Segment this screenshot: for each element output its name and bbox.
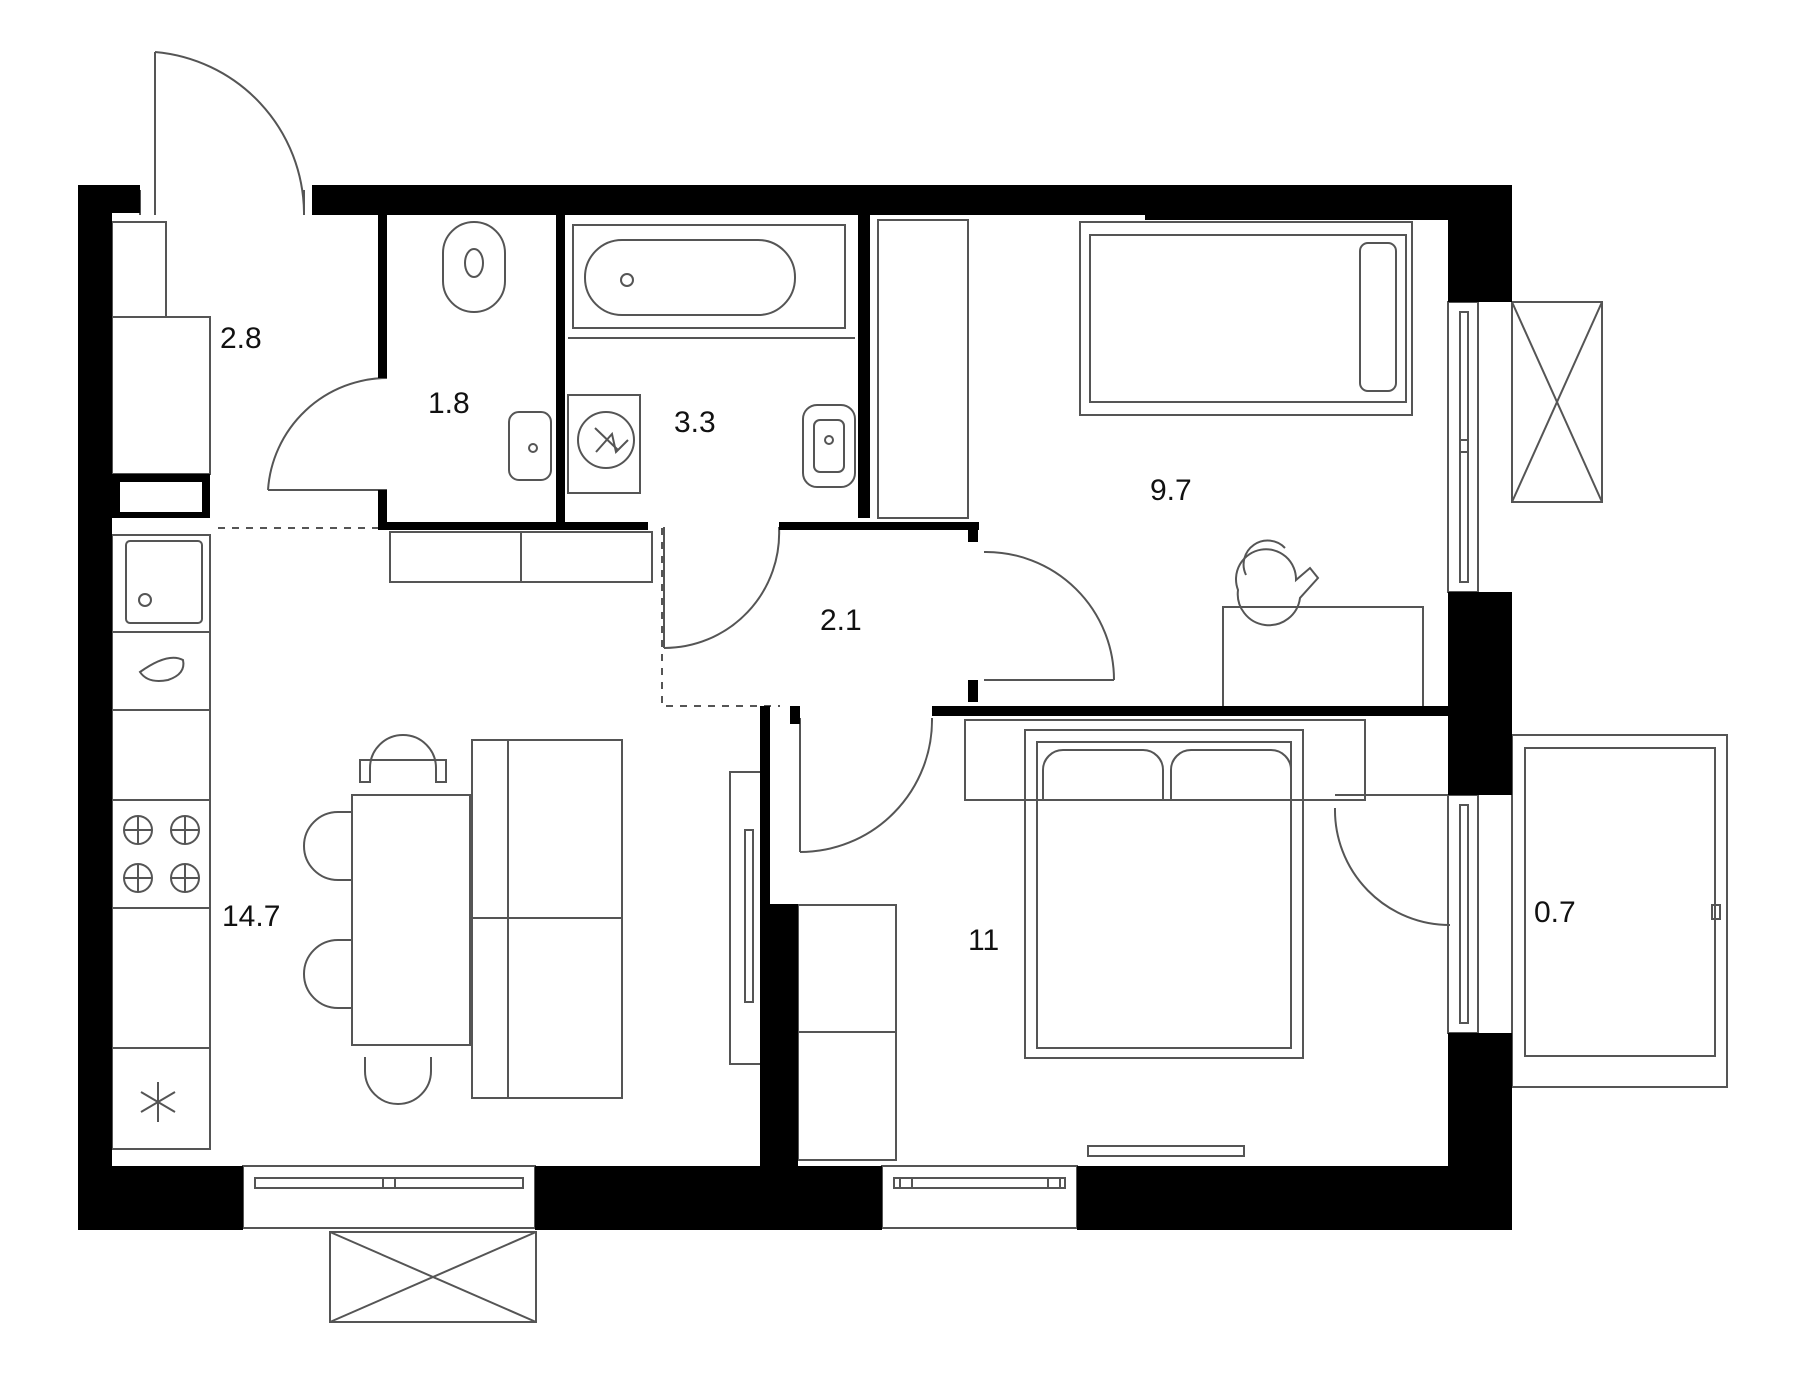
- entrance-door[interactable]: [139, 51, 305, 215]
- bedroom-main-door[interactable]: [799, 717, 934, 853]
- single-bed: [1079, 221, 1413, 416]
- walls: [78, 185, 1512, 1230]
- hall-wardrobe: [111, 221, 211, 475]
- stove-icon: [123, 815, 200, 893]
- kitchen-counter: [111, 534, 211, 1150]
- washing-machine-icon: [567, 394, 641, 494]
- room-labels: 2.8 1.8 3.3 2.1 9.7 14.7 11 0.7: [220, 322, 1576, 957]
- window-bedroom-small: [1447, 301, 1603, 593]
- window-kitchen: [242, 1165, 537, 1323]
- desk-chair: [1235, 539, 1320, 627]
- tv-unit: [729, 771, 766, 1065]
- area-label-hall: 2.8: [220, 322, 262, 355]
- bathtub-icon: [572, 224, 846, 329]
- sofa: [471, 739, 623, 1099]
- area-label-bathroom: 3.3: [674, 406, 716, 439]
- dining-table: [303, 734, 471, 1105]
- area-label-kitchen-living: 14.7: [222, 900, 280, 933]
- toilet-icon: [442, 221, 506, 313]
- double-bed: [964, 719, 1366, 1059]
- area-label-corridor: 2.1: [820, 604, 862, 637]
- bedroom-small-door[interactable]: [983, 550, 1115, 681]
- bathroom-sink-icon: [802, 404, 856, 488]
- fridge-icon: [140, 1082, 176, 1122]
- area-label-bedroom-main: 11: [968, 924, 999, 957]
- area-label-balcony: 0.7: [1534, 896, 1576, 929]
- wc-sink-icon: [508, 411, 552, 481]
- area-label-wc: 1.8: [428, 387, 470, 420]
- wardrobe: [797, 904, 897, 1161]
- wc-door[interactable]: [267, 377, 388, 491]
- bathroom-door[interactable]: [663, 526, 781, 650]
- balcony-door[interactable]: [1333, 794, 1451, 926]
- window-bedroom-main: [881, 1165, 1078, 1229]
- area-label-bedroom-small: 9.7: [1150, 474, 1192, 507]
